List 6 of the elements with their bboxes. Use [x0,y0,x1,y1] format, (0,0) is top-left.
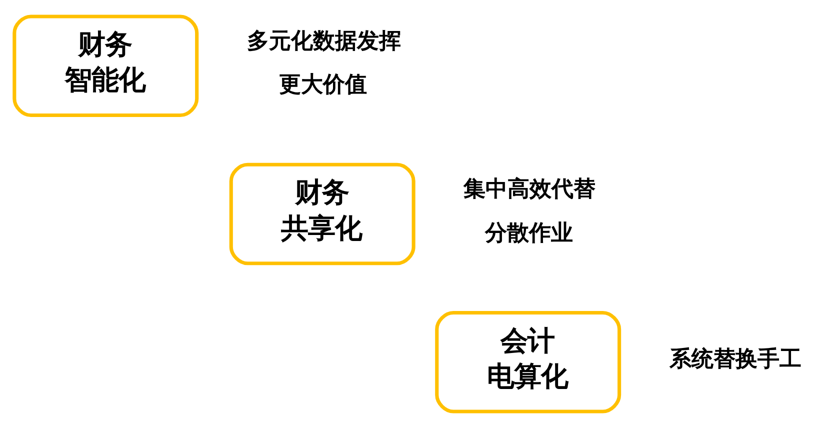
node-box: 财务共享化 [229,162,416,265]
node-label: 多元化数据发挥更大价值 [246,28,401,98]
node-label: 系统替换手工 [669,346,802,372]
node-box: 会计电算化 [435,310,622,413]
node-box: 财务智能化 [12,14,199,117]
node-label: 集中高效代替分散作业 [464,176,596,246]
